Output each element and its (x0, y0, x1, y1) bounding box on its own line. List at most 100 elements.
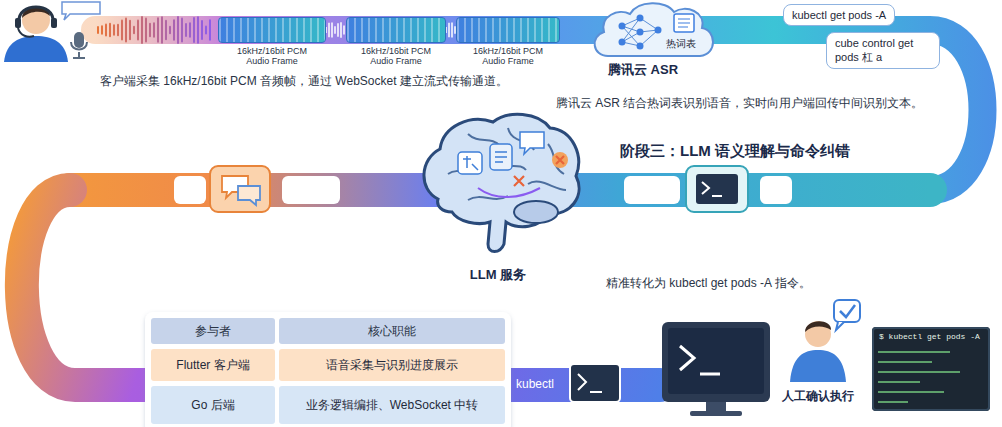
audio-waveform-part (161, 17, 163, 43)
audio-waveform-part (193, 18, 195, 42)
flow-ribbon-part (22, 190, 660, 385)
middle-band-icons-part (702, 182, 722, 196)
chat-icon (520, 132, 544, 154)
participants-table-part (145, 312, 511, 427)
monitor (662, 322, 770, 416)
stage-heading: 阶段三：LLM 语义理解与命令纠错 (620, 142, 850, 161)
audio-waveform-part (189, 23, 191, 37)
flow-ribbon (22, 30, 983, 385)
reviewer-person-part (840, 305, 855, 317)
audio-waveform-part (185, 24, 187, 36)
brain-gyri (448, 128, 566, 200)
caption: 腾讯云 ASR 结合热词表识别语音，实时向用户端回传中间识别文本。 (556, 95, 923, 112)
audio-waveform-part-part (334, 26, 336, 33)
recognized-text: kubectl get pods -A (792, 8, 886, 22)
monitor-part (662, 322, 770, 402)
audio-waveform-part (209, 20, 211, 40)
cerebellum (514, 201, 558, 223)
audio-waveform-part (326, 22, 344, 38)
brain-shape (408, 104, 588, 264)
monitor-part (668, 328, 764, 394)
user-with-headset-part (19, 7, 53, 22)
reviewer-person-part (834, 300, 860, 322)
audio-waveform-part-part (343, 26, 345, 35)
terminal-icon-part (570, 364, 620, 402)
network-node (637, 15, 644, 22)
audio-waveform-part (205, 26, 207, 33)
monitor-part (706, 402, 726, 412)
table-cell: Go 后端 (191, 397, 234, 414)
audio-waveform-part (145, 18, 147, 41)
hotword-label: 热词表 (666, 37, 696, 51)
service-title: LLM 服务 (408, 266, 588, 284)
middle-band-icons-part (686, 166, 748, 212)
audio-waveform-part (201, 21, 203, 39)
participants-table-part (151, 386, 275, 424)
audio-waveform-part (129, 21, 131, 40)
translate-icon (458, 152, 482, 174)
audio-waveform-part (97, 27, 99, 33)
audio-waveform-part-part (340, 22, 342, 38)
reviewer-person-part (805, 321, 831, 332)
participants-table-part (279, 349, 505, 381)
network-node (619, 39, 626, 46)
user-with-headset (4, 2, 100, 62)
audio-waveform-part (141, 17, 143, 43)
result-terminal-part (878, 352, 960, 402)
audio-waveform-part (157, 18, 159, 42)
audio-frame: 16kHz/16bit PCM Audio Frame (456, 17, 560, 67)
audio-frame: 16kHz/16bit PCM Audio Frame (346, 17, 446, 67)
audio-waveform-part (173, 20, 175, 39)
audio-waveform-part (181, 19, 183, 42)
user-with-headset-part (71, 42, 87, 58)
audio-waveform-part (133, 27, 135, 33)
terminal-icon-part (578, 374, 602, 392)
cloud-shape (588, 0, 718, 58)
middle-band-icons-part (282, 176, 340, 204)
audio-waveform-part (105, 25, 107, 36)
user-with-headset-part (62, 2, 100, 20)
middle-band-icons-part (174, 176, 206, 204)
pcm-frame-strip (346, 17, 446, 43)
signal-curve (478, 188, 540, 197)
network-node (619, 23, 626, 30)
user-with-headset-part (18, 28, 34, 37)
user-with-headset-part (74, 32, 84, 48)
reviewer-person (790, 300, 860, 382)
list-icon (674, 14, 694, 32)
frame-label: 16kHz/16bit PCM Audio Frame (231, 46, 313, 67)
monitor-part (690, 411, 742, 416)
audio-frame: 16kHz/16bit PCM Audio Frame (218, 17, 326, 67)
caption: 人工确认执行 (782, 388, 854, 405)
user-with-headset-part (15, 18, 21, 28)
audio-waveform-part (165, 21, 167, 39)
document-icon (490, 144, 512, 170)
middle-band-icons-part (238, 186, 260, 205)
middle-band-icons-part (210, 166, 270, 212)
error-marks (514, 156, 564, 186)
list-icon-lines (678, 19, 690, 27)
audio-waveform-part-part (328, 23, 330, 37)
participants-table (145, 312, 511, 427)
audio-waveform-part (446, 22, 455, 37)
participants-table-part (279, 318, 505, 344)
table-cell: 语音采集与识别进度展示 (326, 357, 458, 374)
audio-waveform (98, 17, 455, 43)
terminal-window: $ kubectl get pods -A (872, 327, 990, 411)
monitor-part (680, 346, 720, 374)
audio-waveform-part (101, 26, 103, 34)
participants-table-part (151, 318, 275, 344)
user-with-headset-part (4, 36, 68, 62)
reviewer-person-part (805, 321, 831, 347)
audio-waveform-part-part (331, 22, 333, 37)
audio-waveform-part (197, 17, 199, 43)
result-terminal-part (872, 327, 990, 411)
service-title: 腾讯云 ASR (578, 61, 708, 79)
caption: 客户端采集 16kHz/16bit PCM 音频帧，通过 WebSocket 建… (100, 73, 508, 90)
speech-bubble: cube control get pods 杠 a (826, 32, 940, 69)
table-cell: 业务逻辑编排、WebSocket 中转 (306, 397, 478, 414)
network-node (637, 29, 644, 36)
command-line: $ kubectl get pods -A (879, 332, 980, 341)
frame-label: 16kHz/16bit PCM Audio Frame (467, 46, 549, 67)
audio-waveform-part (121, 20, 123, 39)
